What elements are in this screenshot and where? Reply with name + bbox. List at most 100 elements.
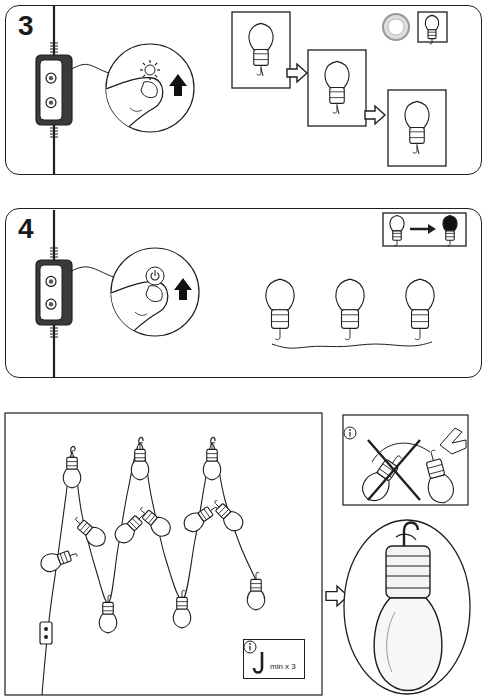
warning-art bbox=[343, 415, 468, 506]
bulb-part bbox=[64, 552, 68, 562]
bulb bbox=[173, 590, 190, 627]
glass-bulb bbox=[374, 598, 442, 691]
mode-frame-part bbox=[308, 50, 366, 126]
bulb-part bbox=[249, 23, 273, 49]
bulb-part bbox=[272, 310, 289, 329]
step-number: 3 bbox=[18, 10, 34, 42]
bulb-part bbox=[247, 591, 264, 610]
controller-box-part bbox=[50, 46, 58, 47]
controller-box-part bbox=[50, 334, 58, 335]
controller-box-part bbox=[50, 251, 58, 252]
controller-box-part bbox=[49, 76, 53, 80]
bulb-part bbox=[60, 554, 64, 564]
socket bbox=[386, 546, 430, 598]
bulb-part bbox=[198, 506, 213, 521]
bulb-part bbox=[67, 457, 78, 469]
controller-box-part bbox=[49, 100, 53, 104]
info-icon-part bbox=[249, 646, 250, 651]
hook bbox=[71, 447, 75, 454]
bulb-icon-part bbox=[428, 32, 436, 33]
bulb-part bbox=[330, 91, 345, 92]
controller-box-part bbox=[40, 60, 62, 120]
controller-box-part bbox=[49, 279, 53, 283]
bulb-part bbox=[415, 328, 420, 339]
controller-box-part bbox=[46, 98, 56, 108]
bulb-part bbox=[111, 521, 137, 547]
controller-box-part bbox=[50, 49, 58, 50]
bulb-part bbox=[77, 520, 93, 535]
bulb-part bbox=[132, 518, 139, 525]
callout-magnifier-part bbox=[70, 64, 112, 74]
bulb-part bbox=[251, 579, 262, 591]
controller-box bbox=[36, 5, 72, 175]
bulb-part bbox=[251, 583, 262, 584]
hand bbox=[440, 428, 466, 454]
controller-box-part bbox=[46, 276, 56, 286]
zoom-detail-part bbox=[387, 612, 395, 672]
string-wire bbox=[272, 342, 432, 348]
controller-box-part bbox=[50, 134, 58, 135]
info-icon-part bbox=[344, 427, 356, 439]
mode-icon-part bbox=[418, 12, 447, 42]
callout-magnifier bbox=[70, 248, 199, 352]
info-icon-part bbox=[349, 429, 351, 431]
bulb-part bbox=[72, 450, 75, 457]
bulb bbox=[247, 572, 264, 609]
bulb-part bbox=[256, 572, 259, 579]
hook bbox=[211, 438, 215, 445]
bulb-part bbox=[333, 103, 337, 113]
finger bbox=[95, 78, 163, 148]
on-icon-part bbox=[410, 228, 428, 231]
bulb-part bbox=[330, 87, 345, 103]
bulb-part bbox=[218, 506, 225, 513]
bulb-part bbox=[406, 279, 434, 310]
bulb bbox=[266, 279, 294, 340]
mode-button-icon-part bbox=[140, 69, 143, 70]
bulb-part bbox=[207, 453, 218, 454]
finger-part bbox=[130, 108, 142, 111]
bulb-part bbox=[428, 464, 442, 468]
bulb-part bbox=[413, 143, 417, 153]
bulb-part bbox=[272, 314, 289, 315]
bulb-part bbox=[67, 461, 78, 462]
controller-box-part bbox=[50, 331, 58, 332]
bulb-part bbox=[103, 606, 114, 607]
on-icon-part bbox=[428, 224, 436, 234]
bulb-icon-part bbox=[393, 233, 402, 234]
bulb-icon bbox=[425, 15, 438, 44]
zoom-detail-part bbox=[396, 534, 416, 540]
controller-box-part bbox=[50, 137, 58, 138]
hook-note-box: min x 3 bbox=[243, 639, 305, 679]
bulb-icon-part bbox=[428, 35, 436, 36]
controller-box-part bbox=[50, 328, 58, 329]
controller-box-part bbox=[50, 128, 58, 129]
bulb-part bbox=[254, 53, 269, 54]
mode-frame bbox=[232, 12, 290, 88]
bulb bbox=[63, 450, 80, 487]
bulb-icon-part bbox=[394, 240, 397, 246]
bulb-part bbox=[148, 515, 155, 523]
controller-box-part bbox=[50, 254, 58, 255]
bulb-part bbox=[173, 609, 190, 628]
bulb bbox=[99, 595, 116, 632]
controller-box-part bbox=[46, 73, 56, 83]
bulb bbox=[405, 101, 429, 153]
controller-box-part bbox=[50, 43, 58, 44]
hanging-art-part bbox=[44, 635, 48, 639]
bulb-part bbox=[412, 310, 429, 329]
bulb-part bbox=[142, 510, 158, 525]
mode-button-icon-part bbox=[143, 75, 145, 77]
bulb-part bbox=[275, 328, 280, 339]
controller-box-part bbox=[40, 265, 62, 320]
bulb-part bbox=[257, 65, 261, 75]
hanging-art bbox=[5, 413, 348, 695]
bulb-part bbox=[412, 321, 429, 322]
finger-part bbox=[135, 312, 147, 315]
bulb-part bbox=[149, 515, 175, 540]
on-icon-part bbox=[383, 213, 466, 246]
mode-button-icon-part bbox=[155, 75, 157, 77]
mode-button-icon bbox=[140, 60, 160, 80]
press-arrow bbox=[169, 74, 187, 96]
controller-box-part bbox=[36, 55, 72, 125]
step-panel: 3 bbox=[5, 5, 482, 175]
